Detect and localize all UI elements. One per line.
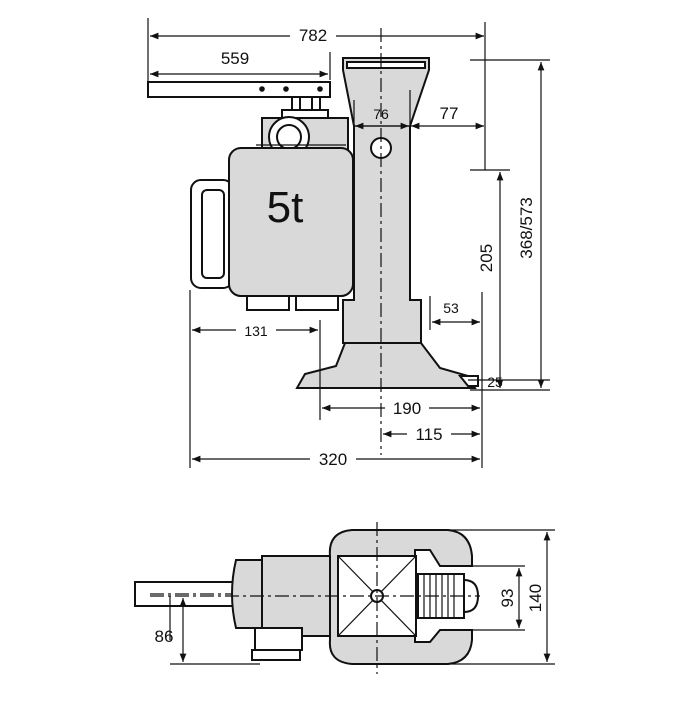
lever-arm — [147, 81, 331, 123]
dim-53: 53 — [443, 300, 459, 316]
plan-pump-body — [231, 555, 337, 661]
dim-77: 77 — [440, 104, 459, 123]
base-foot — [295, 342, 479, 389]
extension-lines — [147, 18, 550, 468]
capacity-label: 5t — [267, 183, 304, 232]
dim-25: 25 — [487, 374, 503, 390]
plan-dimension-lines — [179, 532, 551, 662]
plan-extension-lines — [169, 529, 555, 665]
side-view: 5t — [147, 18, 550, 469]
jack-column — [342, 57, 430, 344]
oil-tank — [190, 147, 354, 311]
dim-115: 115 — [415, 425, 442, 444]
dim-368-573: 368/573 — [517, 197, 536, 258]
plan-dimension-labels: 86 93 140 — [155, 584, 545, 646]
dim-559: 559 — [221, 49, 249, 68]
dim-86: 86 — [155, 627, 174, 646]
plan-view: 86 93 140 — [134, 522, 555, 674]
dim-782: 782 — [299, 26, 327, 45]
dim-190: 190 — [393, 399, 421, 418]
dim-131: 131 — [244, 323, 268, 339]
dim-93: 93 — [498, 589, 517, 608]
dim-320: 320 — [319, 450, 347, 469]
dim-76: 76 — [373, 106, 389, 122]
side-view-dimension-labels: 782 559 76 77 368/573 205 131 53 25 190 … — [212, 24, 536, 469]
dim-205: 205 — [477, 244, 496, 272]
dim-140: 140 — [526, 584, 545, 612]
